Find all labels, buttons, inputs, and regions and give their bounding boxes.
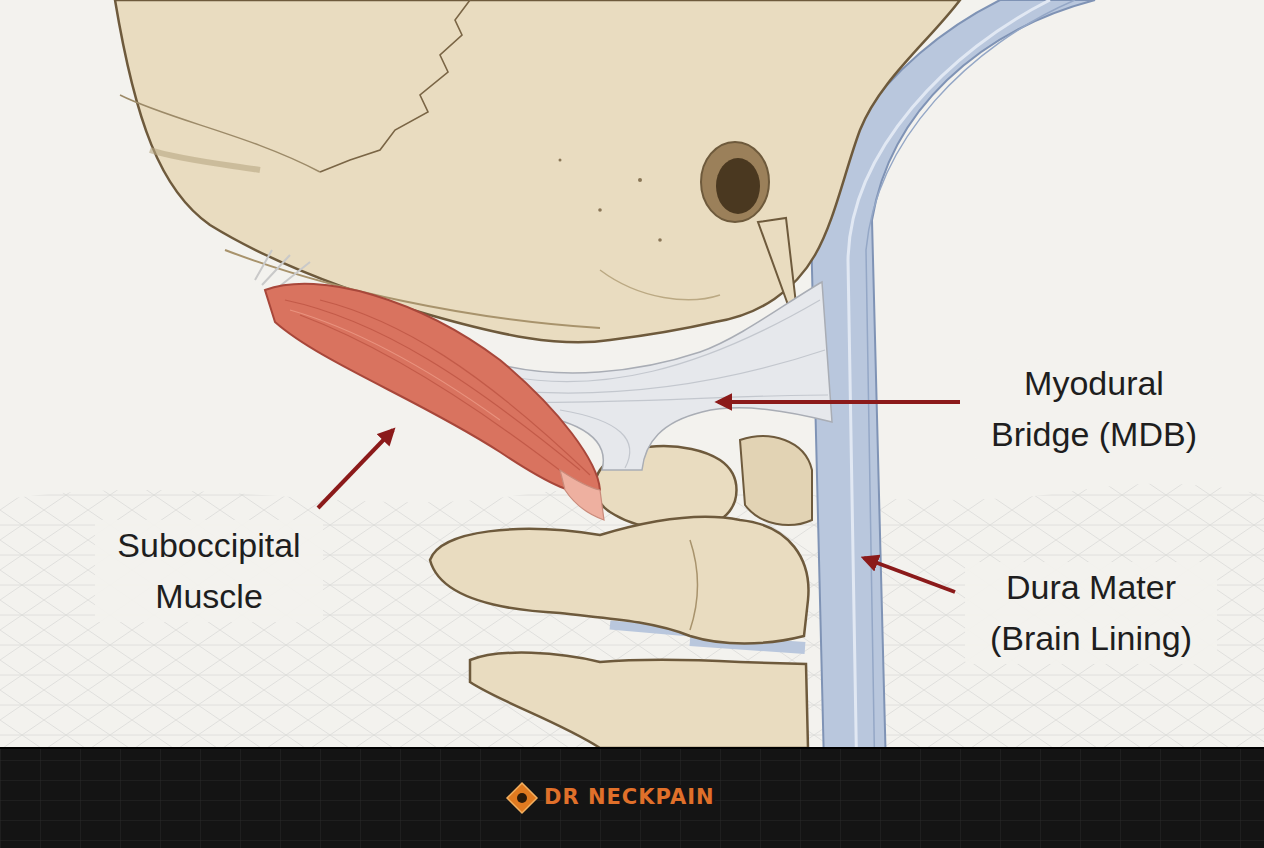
skull-part <box>150 150 260 170</box>
myodural-bridge-part <box>500 300 820 382</box>
leader-arrows-part <box>718 400 960 404</box>
leader-arrows-part <box>318 430 393 508</box>
part-label: Myodural Bridge (MDB) <box>975 358 1213 460</box>
skull-part <box>716 158 760 214</box>
vertebrae <box>430 436 812 748</box>
skull-part <box>320 0 470 172</box>
vertebrae-part <box>430 517 808 644</box>
vertebrae-part <box>690 540 698 630</box>
suboccipital-muscle-part <box>560 470 604 520</box>
skull-part <box>115 0 960 342</box>
vertebrae-part <box>470 653 808 748</box>
leader-arrows-part <box>864 558 955 592</box>
footer-bar-part <box>517 793 527 803</box>
part-label: Dura Mater (Brain Lining) <box>965 562 1217 664</box>
skull-part <box>701 142 769 222</box>
watermark-logo: DR NECKPAIN <box>544 785 715 810</box>
suboccipital-muscle-part <box>290 310 500 420</box>
suboccipital-muscle-part <box>320 300 590 475</box>
skull-part <box>658 238 662 242</box>
skull-part <box>638 178 642 182</box>
leader-arrows <box>318 402 960 592</box>
skull-part <box>598 208 602 212</box>
footer-bar-part <box>0 747 1264 749</box>
suboccipital-muscle-part <box>285 300 580 470</box>
footer-bar-part <box>0 748 1264 848</box>
part-label: Suboccipital Muscle <box>95 520 323 622</box>
skull-part <box>120 95 320 172</box>
skull <box>115 0 960 342</box>
skull-part <box>600 270 720 300</box>
skull-part <box>559 159 562 162</box>
footer-bar <box>0 748 1264 848</box>
footer-bar-part <box>0 748 1264 848</box>
suboccipital-muscle-part <box>265 284 600 494</box>
vertebrae-part <box>740 436 812 525</box>
suboccipital-muscle <box>255 250 604 520</box>
footer-bar-part <box>507 783 537 813</box>
myodural-bridge-part <box>500 350 825 393</box>
suboccipital-muscle-part <box>300 315 575 482</box>
